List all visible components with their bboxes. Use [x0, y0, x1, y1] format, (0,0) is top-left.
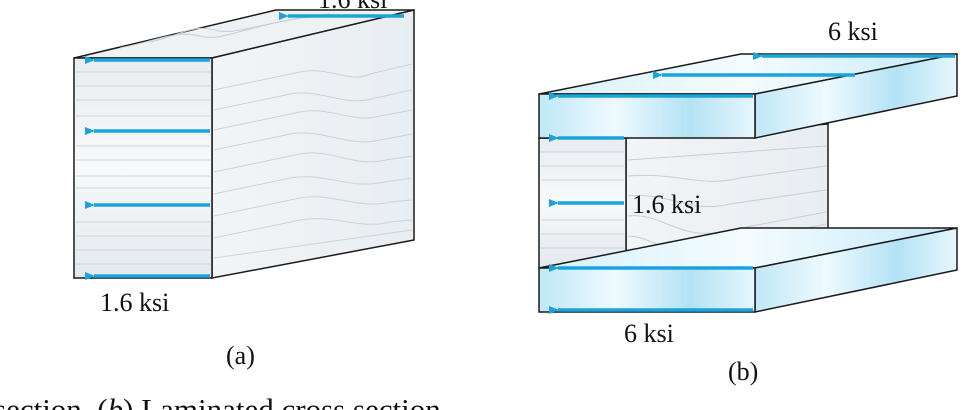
top-flange-front-face [538, 93, 756, 139]
solid-block-figure: 1.6 ksi 1.6 ksi (a) [73, 0, 415, 370]
label-b-bottom: 6 ksi [624, 319, 674, 348]
label-b-top: 6 ksi [828, 17, 878, 46]
figure-caption: section. (b) Laminated cross section. [0, 392, 449, 410]
caption-italic-letter: b [108, 392, 124, 410]
top-grain-lines [119, 13, 331, 49]
caption-prefix: section. ( [0, 392, 108, 410]
panel-label-b: (b) [728, 357, 758, 386]
block-front-face [73, 57, 213, 279]
block-stress-arrows [85, 12, 404, 280]
side-grain-lines [213, 63, 413, 259]
panel-label-a: (a) [226, 341, 255, 370]
front-grain-lines [76, 71, 210, 265]
laminated-stress-arrows [549, 52, 955, 314]
laminated-section-figure: 6 ksi 1.6 ksi 6 ksi (b) [538, 17, 958, 386]
label-b-middle: 1.6 ksi [632, 190, 701, 219]
caption-rest: ) Laminated cross section. [123, 392, 448, 410]
label-a-top: 1.6 ksi [318, 0, 387, 14]
label-a-bottom: 1.6 ksi [100, 288, 169, 317]
bottom-flange-front-face [538, 267, 756, 313]
web-front-grain [541, 151, 624, 249]
